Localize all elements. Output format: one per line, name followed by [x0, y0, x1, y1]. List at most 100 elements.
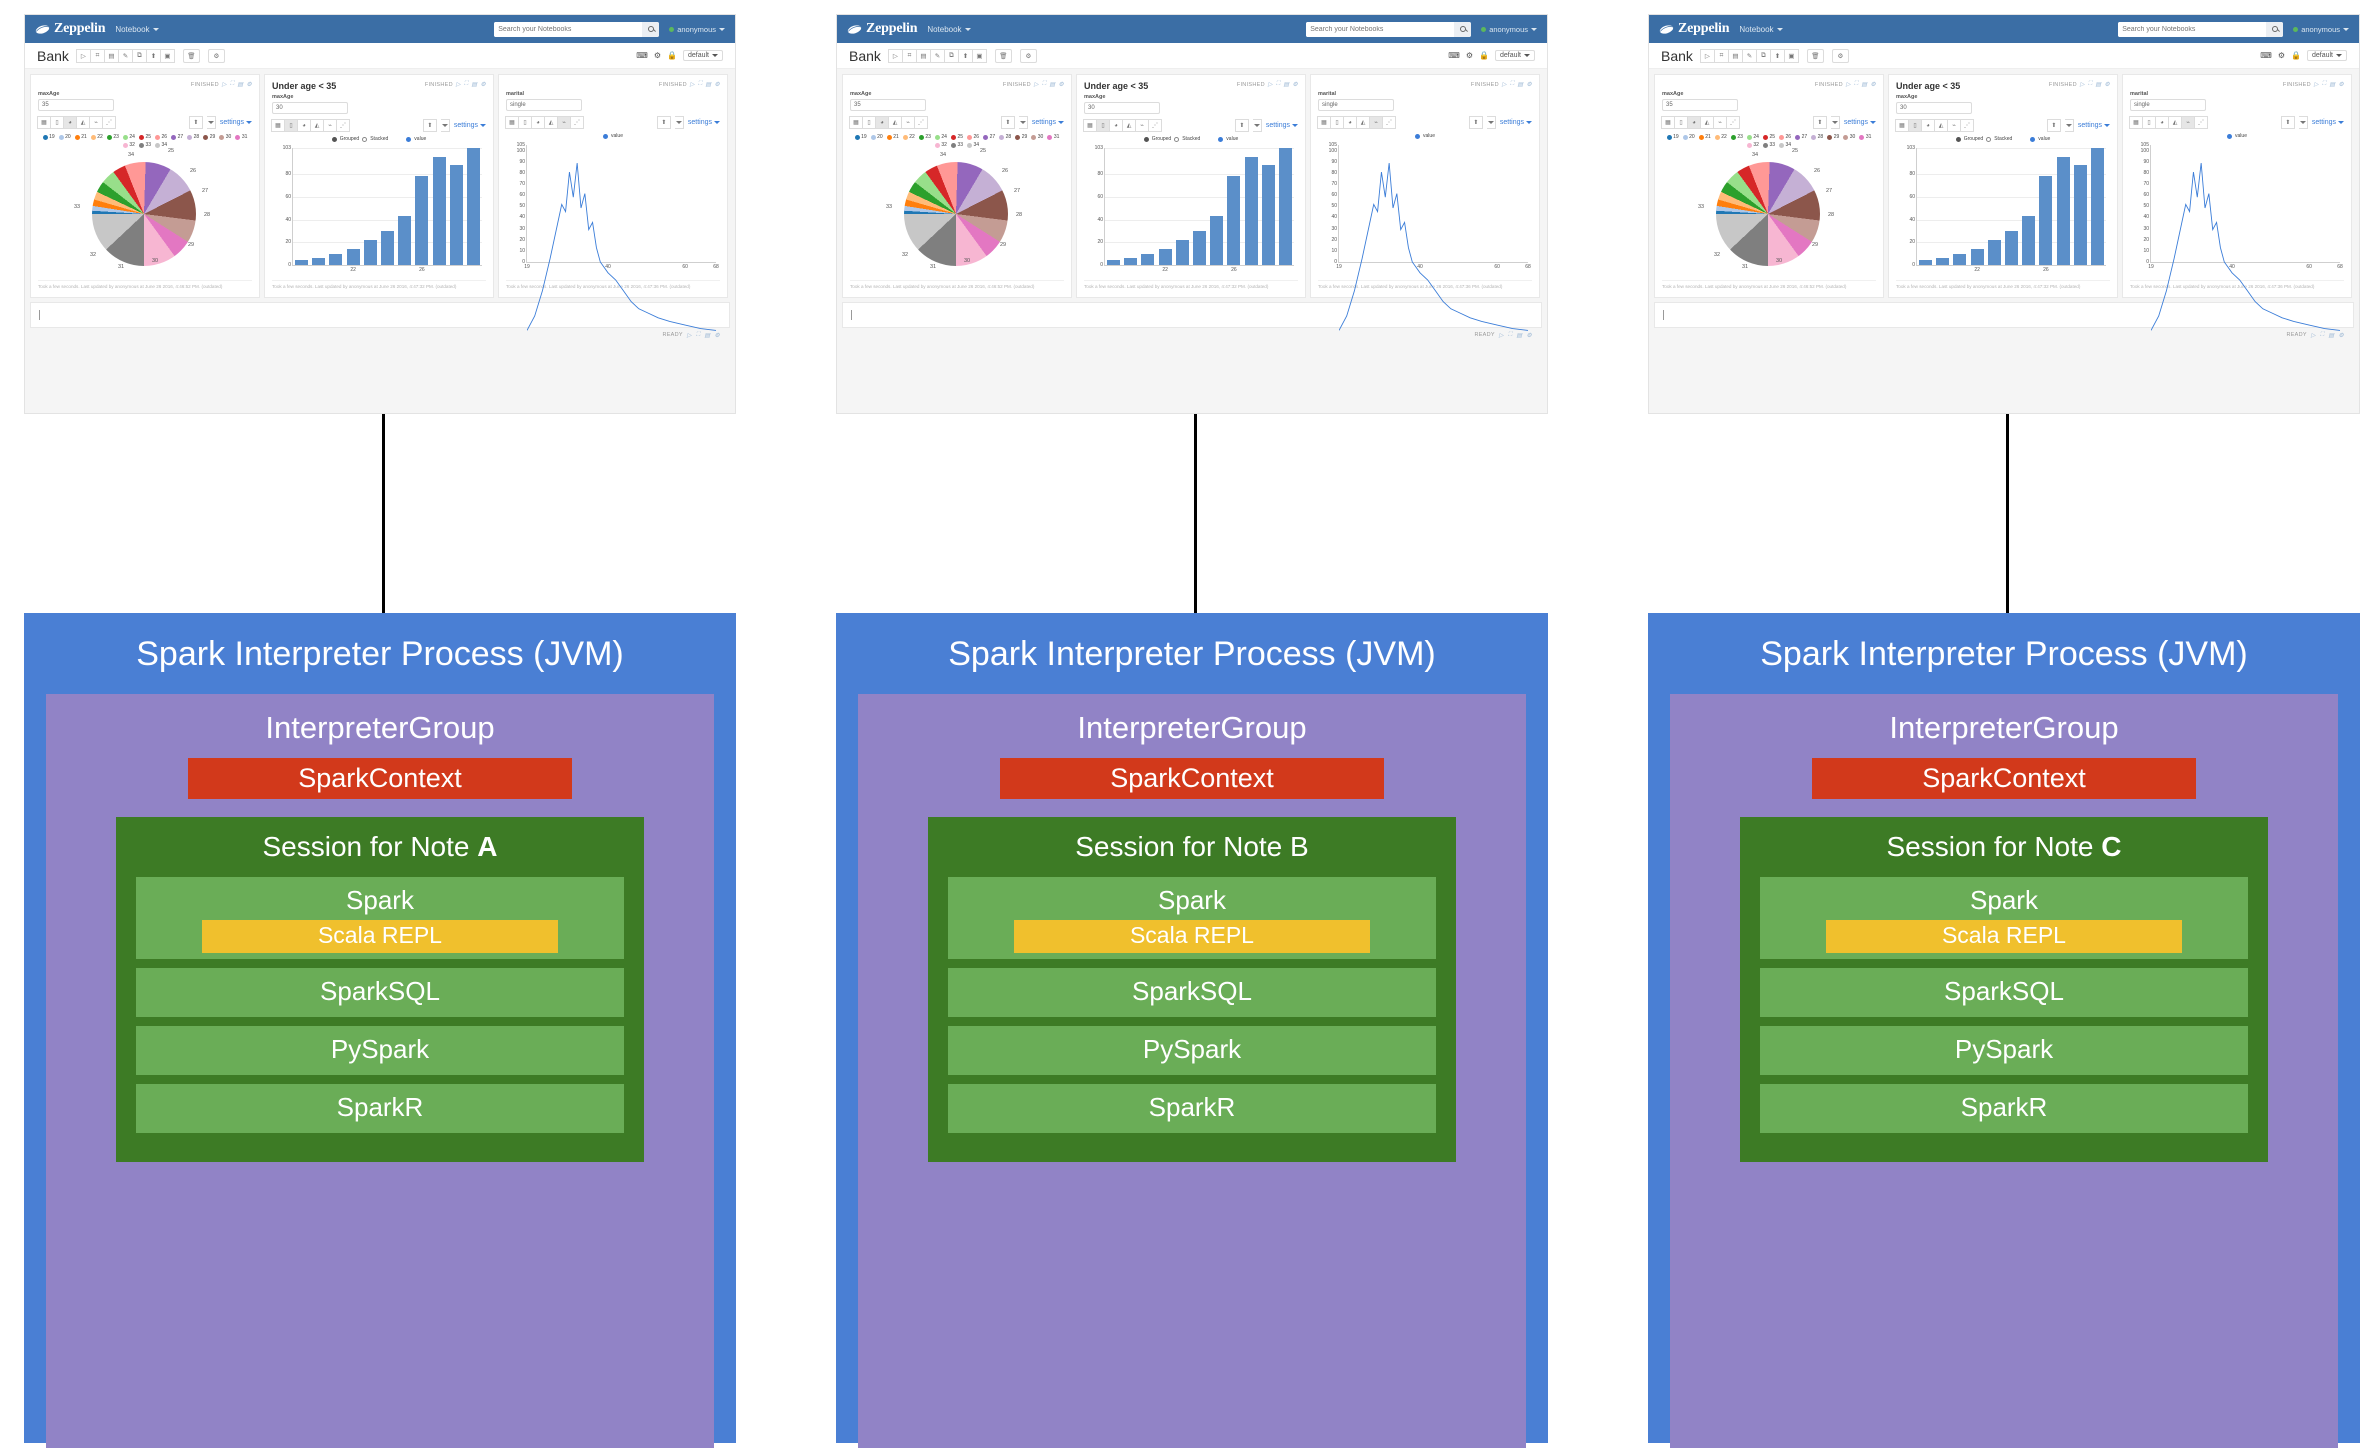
search-button[interactable]: [642, 21, 660, 37]
legend-item[interactable]: 23: [106, 134, 119, 140]
legend-item[interactable]: 30: [1843, 134, 1855, 140]
pie-chart-icon[interactable]: ◕: [1109, 119, 1123, 132]
run-all-icon[interactable]: ▷: [1699, 48, 1715, 63]
legend-item[interactable]: 33: [138, 142, 151, 148]
legend-item[interactable]: 21: [886, 134, 899, 140]
bar-chart-icon[interactable]: ▯: [1096, 119, 1110, 132]
trash-icon[interactable]: 🗑: [182, 48, 200, 63]
legend-item[interactable]: 30: [1031, 134, 1043, 140]
show-output-icon[interactable]: ▤: [2329, 82, 2336, 88]
chevron-down-icon[interactable]: [1018, 116, 1028, 129]
expand-icon[interactable]: ⛶: [697, 81, 703, 87]
download-icon[interactable]: ⬆: [2046, 119, 2061, 132]
run-paragraph-icon[interactable]: ▷: [1267, 82, 1273, 88]
notebook-menu[interactable]: Notebook: [115, 25, 159, 34]
line-chart-icon[interactable]: ⌁: [1713, 116, 1727, 129]
clone-note-icon[interactable]: ⧉: [131, 48, 147, 63]
legend-item[interactable]: 22: [90, 134, 103, 140]
download-icon[interactable]: ⬆: [1000, 116, 1015, 129]
settings-link[interactable]: settings: [220, 119, 252, 126]
legend-item[interactable]: 28: [187, 134, 199, 140]
paragraph-menu-icon[interactable]: ⚙: [2104, 82, 2110, 88]
line-chart-icon[interactable]: ⌁: [89, 116, 103, 129]
legend-item[interactable]: 20: [870, 134, 883, 140]
search-button[interactable]: [2266, 21, 2284, 37]
grouped-radio[interactable]: [1143, 136, 1149, 142]
legend-item[interactable]: 32: [1746, 142, 1759, 148]
scatter-chart-icon[interactable]: ⋰: [2194, 116, 2208, 129]
search-box[interactable]: [2118, 21, 2284, 37]
line-chart-icon[interactable]: ⌁: [323, 119, 337, 132]
chevron-down-icon[interactable]: [206, 116, 216, 129]
paragraph-menu-icon[interactable]: ⚙: [1292, 82, 1298, 88]
paragraph-line[interactable]: FINISHED ▷ ⛶ ▤ ⚙ marital single ▦ ▯: [2122, 74, 2352, 298]
keyboard-shortcut-icon[interactable]: ⌨: [636, 51, 648, 60]
legend-item[interactable]: 27: [1795, 134, 1807, 140]
paragraph-bar[interactable]: Under age < 35 FINISHED ▷ ⛶ ▤ ⚙ maxAge 3…: [1888, 74, 2118, 298]
user-menu[interactable]: anonymous: [669, 25, 725, 34]
show-hide-code-icon[interactable]: ⌗: [1713, 48, 1729, 63]
expand-icon[interactable]: ⛶: [2321, 81, 2327, 87]
show-output-icon[interactable]: ▤: [237, 82, 244, 88]
pie-chart-icon[interactable]: ◕: [63, 116, 77, 129]
new-paragraph-editor[interactable]: [842, 301, 1542, 328]
line-chart-icon[interactable]: ⌁: [1947, 119, 1961, 132]
legend-item[interactable]: 23: [1730, 134, 1743, 140]
legend-item[interactable]: 25: [1762, 134, 1775, 140]
show-output-icon[interactable]: ▤: [471, 82, 478, 88]
run-all-icon[interactable]: ▷: [75, 48, 91, 63]
interpreter-binding-select[interactable]: default: [682, 50, 723, 61]
scatter-chart-icon[interactable]: ⋰: [1382, 116, 1396, 129]
maxage-input[interactable]: 30: [272, 102, 348, 114]
legend-item[interactable]: 31: [1047, 134, 1059, 140]
legend-item[interactable]: 20: [58, 134, 71, 140]
scatter-chart-icon[interactable]: ⋰: [570, 116, 584, 129]
show-hide-output-icon[interactable]: ▤: [915, 48, 931, 63]
search-button[interactable]: [1454, 21, 1472, 37]
bar-chart-icon[interactable]: ▯: [2142, 116, 2156, 129]
expand-icon[interactable]: ⛶: [1041, 81, 1047, 87]
paragraph-menu-icon[interactable]: ⚙: [1058, 82, 1064, 88]
gear-icon[interactable]: ⚙: [1465, 51, 1473, 60]
show-hide-output-icon[interactable]: ▤: [103, 48, 119, 63]
stacked-radio[interactable]: [1174, 136, 1180, 142]
bar-chart-icon[interactable]: ▯: [1674, 116, 1688, 129]
run-paragraph-icon[interactable]: ▷: [686, 332, 692, 339]
paragraph-menu-icon[interactable]: ⚙: [1870, 82, 1876, 88]
keyboard-shortcut-icon[interactable]: ⌨: [2260, 51, 2272, 60]
line-chart-icon[interactable]: ⌁: [1369, 116, 1383, 129]
legend-item[interactable]: 34: [1779, 142, 1791, 148]
export-note-icon[interactable]: ⬆: [145, 48, 161, 63]
settings-icon[interactable]: ⚙: [207, 48, 225, 63]
scatter-chart-icon[interactable]: ⋰: [336, 119, 350, 132]
expand-icon[interactable]: ⛶: [2319, 331, 2325, 338]
pie-chart-icon[interactable]: ◕: [875, 116, 889, 129]
legend-item[interactable]: 19: [854, 134, 867, 140]
legend-item[interactable]: 19: [1666, 134, 1679, 140]
legend-item[interactable]: 33: [1762, 142, 1775, 148]
maxage-input[interactable]: 35: [1662, 99, 1738, 111]
interpreter-binding-select[interactable]: default: [2306, 50, 2347, 61]
legend-item[interactable]: 26: [155, 134, 167, 140]
legend-item[interactable]: 28: [999, 134, 1011, 140]
legend-item[interactable]: 25: [950, 134, 963, 140]
bar-chart-icon[interactable]: ▯: [862, 116, 876, 129]
legend-item[interactable]: 20: [1682, 134, 1695, 140]
run-paragraph-icon[interactable]: ▷: [2313, 82, 2319, 88]
search-input[interactable]: [1306, 21, 1455, 37]
legend-item[interactable]: 31: [235, 134, 247, 140]
paragraph-bar[interactable]: Under age < 35 FINISHED ▷ ⛶ ▤ ⚙ maxAge 3…: [264, 74, 494, 298]
table-icon[interactable]: ▦: [505, 116, 519, 129]
legend-item[interactable]: 27: [171, 134, 183, 140]
keyboard-shortcut-icon[interactable]: ⌨: [1448, 51, 1460, 60]
table-icon[interactable]: ▦: [271, 119, 285, 132]
legend-item[interactable]: 34: [155, 142, 167, 148]
settings-link[interactable]: settings: [2312, 119, 2344, 126]
zeppelin-logo[interactable]: Zeppelin: [847, 21, 918, 37]
legend-item[interactable]: 21: [1698, 134, 1711, 140]
interpreter-binding-select[interactable]: default: [1494, 50, 1535, 61]
scatter-chart-icon[interactable]: ⋰: [102, 116, 116, 129]
expand-icon[interactable]: ⛶: [695, 331, 701, 338]
grouped-radio[interactable]: [331, 136, 337, 142]
download-icon[interactable]: ⬆: [656, 116, 671, 129]
